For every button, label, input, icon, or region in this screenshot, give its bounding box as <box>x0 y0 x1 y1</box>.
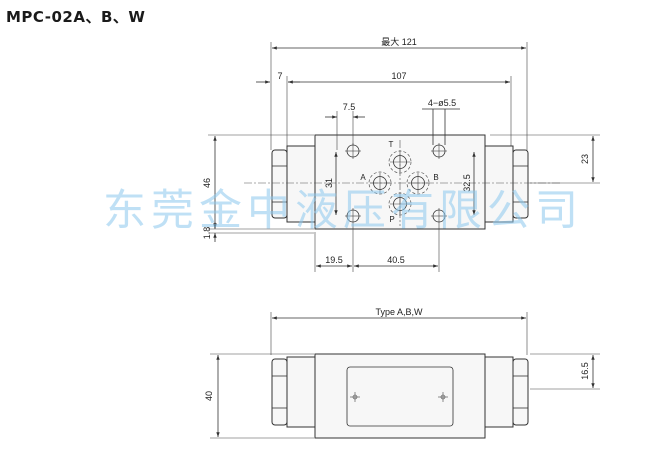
port-t-label: T <box>389 140 394 149</box>
dim-19-5-label: 19.5 <box>325 255 343 265</box>
dim-max-width-label: 最大 121 <box>381 36 417 47</box>
page-title: MPC-02A、B、W <box>6 8 146 26</box>
dim-40-label: 40 <box>204 391 214 401</box>
screw-mark <box>350 392 360 402</box>
right-fitting <box>484 145 529 223</box>
dim-32-5-label: 32.5 <box>462 174 472 192</box>
dim-31-label: 31 <box>324 178 334 188</box>
dim-7-label: 7 <box>277 71 282 81</box>
dim-107-label: 107 <box>391 71 406 81</box>
port-p-label: P <box>389 215 394 224</box>
mounting-hole <box>345 208 361 224</box>
nameplate <box>346 366 454 427</box>
type-label: Type A,B,W <box>375 307 423 317</box>
port-b-label: B <box>433 173 438 182</box>
dim-1-8-label: 1.8 <box>202 227 212 240</box>
dim-16-5-label: 16.5 <box>580 362 590 380</box>
port-a-label: A <box>360 173 366 182</box>
dim-40-5-label: 40.5 <box>387 255 405 265</box>
dim-holes-label: 4−ø5.5 <box>428 98 456 108</box>
screw-mark <box>438 392 448 402</box>
port-a <box>368 171 392 195</box>
mounting-hole <box>431 208 447 224</box>
dim-23-label: 23 <box>580 154 590 164</box>
valve-body-side <box>314 353 486 439</box>
dim-7-5-label: 7.5 <box>343 102 356 112</box>
side-view <box>210 312 600 439</box>
port-b <box>406 171 430 195</box>
top-view <box>208 42 600 272</box>
left-fitting <box>271 145 316 223</box>
dim-46-label: 46 <box>202 178 212 188</box>
mounting-hole <box>431 143 447 159</box>
